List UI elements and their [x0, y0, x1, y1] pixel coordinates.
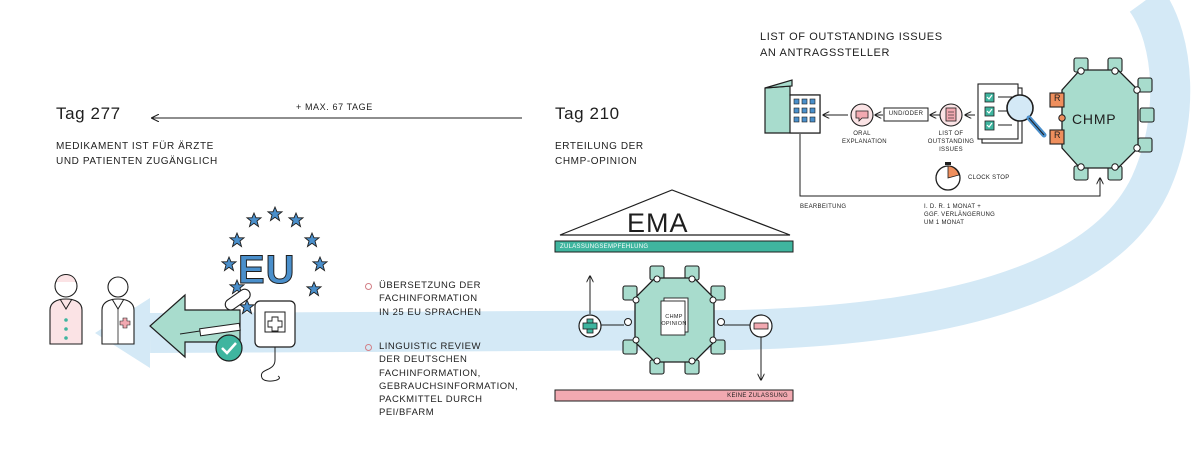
patient-icon [49, 274, 83, 345]
rapporteur-r: R [1054, 93, 1061, 103]
flow-band [149, 0, 1191, 353]
oral-line-1: ORAL [853, 131, 871, 137]
co-rapporteur-badge [1049, 129, 1065, 145]
opinion-line-1: CHMP [665, 314, 683, 320]
bearbeitung-path [799, 134, 1100, 197]
tag-210-title: Tag 210 [555, 104, 620, 123]
ema-roof [559, 189, 791, 236]
factory-icon [764, 79, 821, 134]
loi-label: LIST OF OUTSTANDING ISSUES [926, 130, 976, 154]
bullet-2-line-6: PEI/BFARM [379, 407, 435, 419]
rapporteur-badge [1049, 92, 1065, 108]
heading-line-2: AN ANTRAGSSTELLER [760, 46, 891, 59]
chmp-meeting-table [1049, 57, 1155, 181]
zulassung-bar [554, 240, 794, 253]
loi-line-1: LIST OF [938, 131, 964, 137]
bullet-1-line-2: FACHINFORMATION [379, 293, 478, 305]
doctor-icon [101, 276, 135, 345]
check-icon [215, 334, 243, 362]
monat-line-1: I. D. R. 1 MONAT + [924, 204, 982, 210]
loi-document-icon [939, 103, 963, 127]
clock-stop-icon [935, 162, 961, 191]
bullet-2-line-5: PACKMITTEL DURCH [379, 394, 483, 406]
tag-277-line-2: UND PATIENTEN ZUGÄNGLICH [56, 156, 218, 167]
bullet-2-line-1: LINGUISTIC REVIEW [379, 341, 481, 352]
reject-minus-icon [749, 314, 773, 338]
bullet-1-line-3: IN 25 EU SPRACHEN [379, 306, 482, 318]
monat-line-2: GGF. VERLÄNGERUNG [924, 212, 996, 219]
tag-277-title: Tag 277 [56, 104, 121, 123]
oral-line-2: EXPLANATION [842, 139, 887, 146]
co-rapporteur-r: R [1054, 130, 1061, 140]
heading-line-1: LIST OF OUTSTANDING ISSUES [760, 31, 943, 43]
tag-277-description: MEDIKAMENT IST FÜR ÄRZTE UND PATIENTEN Z… [56, 139, 218, 169]
bullet-1-line-1: ÜBERSETZUNG DER [379, 280, 481, 291]
chmp-label: CHMP [1072, 111, 1117, 127]
und-oder-label: UND/ODER [888, 111, 924, 117]
syringe-icon [179, 322, 241, 337]
bearbeitung-label: BEARBEITUNG [800, 204, 847, 210]
chmp-opinion-label: CHMP OPINION [661, 314, 687, 329]
zulassung-label: ZULASSUNGSEMPFEHLUNG [560, 244, 649, 250]
oral-explanation-label: ORAL EXPLANATION [842, 130, 887, 146]
und-oder-box [883, 107, 929, 122]
clock-stop-label: CLOCK STOP [968, 175, 1010, 181]
monat-line-3: UM 1 MONAT [924, 220, 965, 227]
loi-line-2: OUTSTANDING [927, 139, 975, 146]
tag-210-description: ERTEILUNG DER CHMP-OPINION [555, 139, 644, 169]
timeline-label: + MAX. 67 TAGE [296, 102, 373, 112]
eu-label: EU [238, 248, 296, 293]
oral-explanation-icon [850, 103, 874, 127]
bullet-linguistic-review: LINGUISTIC REVIEW DER DEUTSCHEN FACHINFO… [365, 340, 518, 420]
tag-277-line-1: MEDIKAMENT IST FÜR ÄRZTE [56, 141, 214, 152]
tag-210-line-2: CHMP-OPINION [555, 156, 638, 167]
ema-title: EMA [627, 208, 689, 238]
approve-plus-icon [578, 314, 602, 338]
loi-line-3: ISSUES [939, 147, 963, 154]
tag-210-line-1: ERTEILUNG DER [555, 141, 644, 152]
keine-zulassung-bar [554, 389, 794, 402]
infusion-bag-icon [254, 300, 296, 382]
bullet-2-line-4: GEBRAUCHSINFORMATION, [379, 380, 519, 392]
pill-icon [224, 288, 251, 311]
opinion-line-2: OPINION [661, 321, 687, 328]
ema-meeting-table [622, 265, 726, 375]
bullet-2-line-2: DER DEUTSCHEN [379, 354, 468, 366]
bullet-2-line-3: FACHINFORMATION, [379, 367, 481, 379]
outstanding-issues-heading: LIST OF OUTSTANDING ISSUES AN ANTRAGSSTE… [760, 30, 943, 62]
bullet-translation: ÜBERSETZUNG DER FACHINFORMATION IN 25 EU… [365, 279, 481, 319]
monat-label: I. D. R. 1 MONAT + GGF. VERLÄNGERUNG UM … [924, 203, 995, 227]
magnifier-icon [1006, 94, 1047, 138]
keine-zulassung-label: KEINE ZULASSUNG [727, 393, 788, 399]
